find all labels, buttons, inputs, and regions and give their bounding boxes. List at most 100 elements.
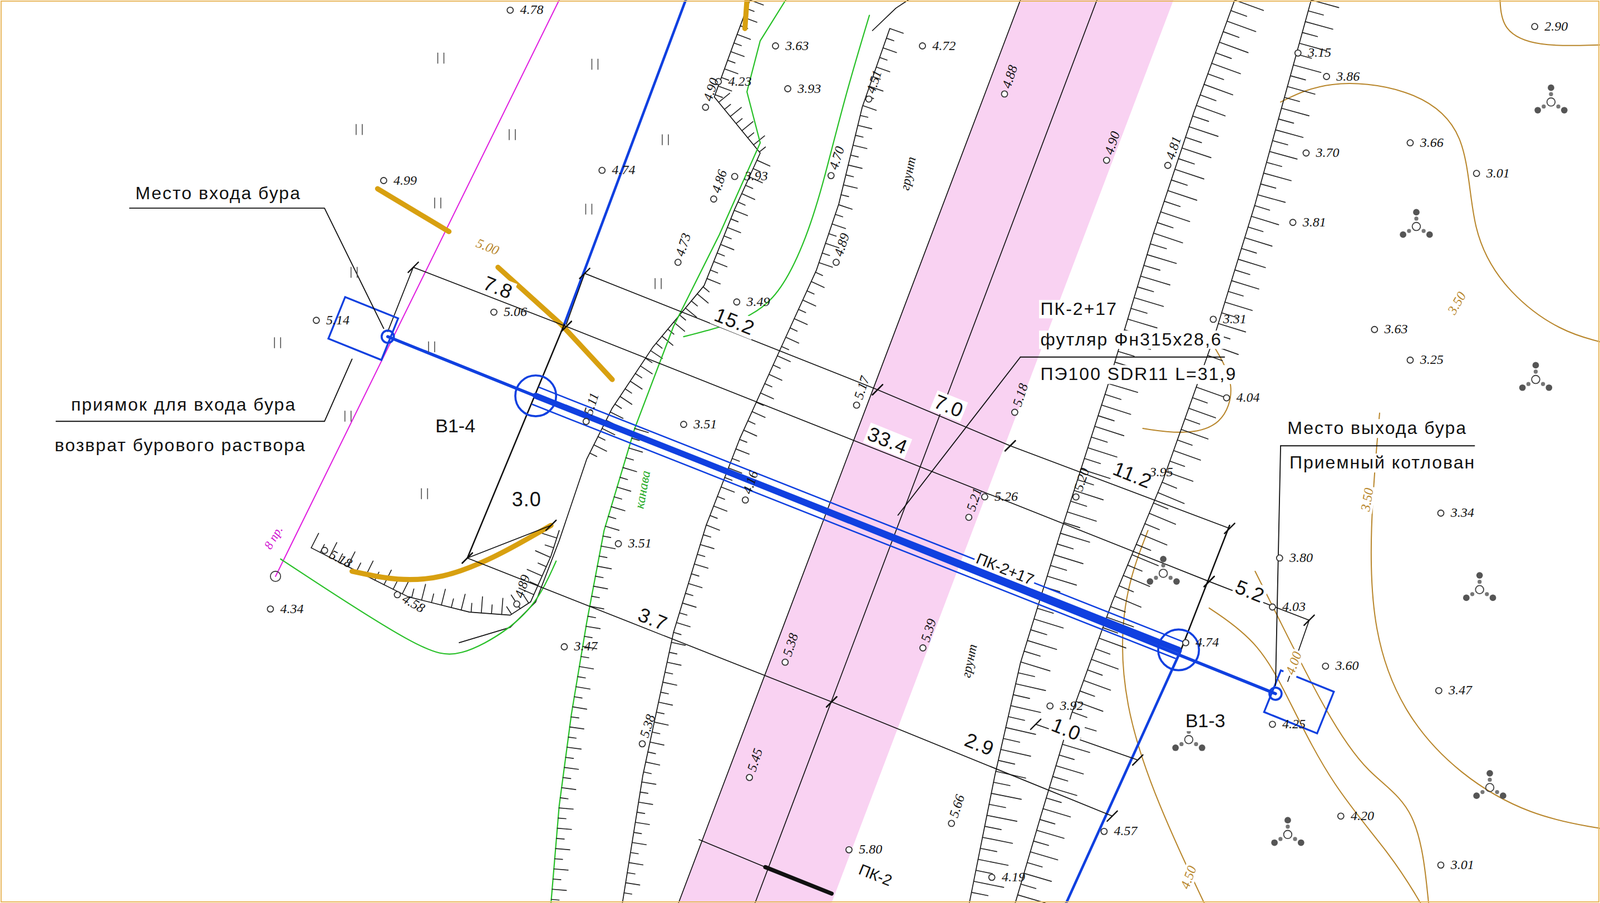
slope-hatch xyxy=(560,798,569,800)
slope-hatch xyxy=(993,782,1011,786)
slope-hatch xyxy=(584,636,593,638)
slope-hatch xyxy=(1234,269,1250,275)
grass-symbol xyxy=(660,278,662,289)
spot-elevation: 3.70 xyxy=(1314,145,1342,160)
survey-point xyxy=(267,606,274,613)
slope-hatch xyxy=(574,696,583,698)
slope-hatch xyxy=(1153,503,1169,510)
slope-hatch xyxy=(745,185,753,189)
tree-symbol xyxy=(1421,228,1426,233)
dimension-tick xyxy=(872,384,883,395)
slope-hatch xyxy=(1072,712,1088,718)
slope-hatch xyxy=(1130,308,1147,314)
slope-hatch xyxy=(1143,265,1160,271)
survey-point xyxy=(853,402,860,409)
slope-hatch xyxy=(614,404,622,409)
slope-hatch xyxy=(794,318,807,326)
pit-rectangle xyxy=(1263,670,1334,734)
slope-hatch xyxy=(721,77,729,81)
spot-elevation: 5.21 xyxy=(963,485,986,515)
slope-hatch xyxy=(1248,227,1264,232)
slope-hatch xyxy=(1227,21,1257,32)
slope-hatch xyxy=(679,612,688,615)
slope-hatch xyxy=(640,366,653,374)
slope-hatch xyxy=(638,802,653,805)
spot-elevation: 4.51 xyxy=(863,66,886,97)
slope-hatch xyxy=(1160,212,1190,222)
slope-hatch xyxy=(1095,648,1111,655)
grass-symbol xyxy=(355,124,357,135)
grass-symbol xyxy=(279,337,282,348)
extension-line xyxy=(387,267,414,332)
tree-symbol xyxy=(1561,106,1568,114)
survey-point xyxy=(490,309,497,316)
slope-hatch xyxy=(1164,201,1181,208)
slope-hatch xyxy=(1108,383,1139,393)
ground-note: грунт xyxy=(897,153,920,194)
spot-elevation: 5.26 xyxy=(992,489,1020,504)
slope-hatch xyxy=(1189,126,1219,137)
dimension-tick xyxy=(872,384,883,395)
slope-hatch xyxy=(1024,651,1041,657)
grass-symbol xyxy=(437,52,439,63)
slope-hatch xyxy=(1018,672,1035,677)
slope-hatch xyxy=(718,93,730,103)
grass-symbol xyxy=(356,267,358,278)
contour-line xyxy=(1143,346,1232,432)
slope-hatch xyxy=(1084,458,1101,464)
grass-symbol xyxy=(420,488,422,499)
slope-hatch xyxy=(625,883,640,886)
slope-hatch xyxy=(1228,291,1244,297)
slope-hatch xyxy=(1000,749,1031,757)
spot-elevation: 3.80 xyxy=(1287,550,1315,565)
slope-hatch xyxy=(1036,830,1065,839)
tree-symbol xyxy=(1545,384,1553,392)
slope-hatch xyxy=(1177,440,1193,446)
slope-hatch xyxy=(724,235,732,239)
slope-hatch xyxy=(1137,287,1154,293)
dimension-value: 7.8 xyxy=(478,271,518,304)
grass-symbol xyxy=(273,337,275,348)
slope-hatch xyxy=(1127,319,1158,329)
slope-hatch xyxy=(798,309,806,313)
survey-point xyxy=(988,874,996,881)
survey-point xyxy=(506,7,514,14)
boundary-note: 8 пр. xyxy=(261,522,287,554)
dimension-tick xyxy=(826,696,837,707)
connection-circle xyxy=(1158,629,1199,671)
slope-hatch xyxy=(656,712,664,715)
spot-elevation: 5.17 xyxy=(851,372,874,403)
spot-elevation: 4.20 xyxy=(1349,809,1376,824)
slope-hatch xyxy=(1184,419,1200,425)
tree-symbol xyxy=(1412,222,1421,231)
slope-hatch xyxy=(1067,512,1097,522)
slope-hatch xyxy=(431,593,434,603)
slope-hatch xyxy=(982,837,1013,844)
tree-symbol xyxy=(1406,228,1411,233)
slope-hatch xyxy=(886,38,894,42)
survey-point xyxy=(742,496,749,504)
spot-elevation: 3.49 xyxy=(744,294,772,309)
slope-hatch xyxy=(714,261,728,268)
slope-hatch xyxy=(605,526,620,531)
survey-point xyxy=(781,659,789,666)
spot-elevation: 3.81 xyxy=(1301,215,1328,230)
slope-hatch xyxy=(1211,63,1241,75)
slope-hatch xyxy=(1272,140,1288,145)
dimension-tick xyxy=(1005,440,1016,451)
dimension-value: 2.9 xyxy=(960,729,999,761)
slope-hatch xyxy=(656,343,663,349)
slope-hatch xyxy=(743,430,757,437)
pit-rectangle xyxy=(328,297,398,361)
grass-symbol xyxy=(427,341,430,352)
grass-symbol xyxy=(443,52,445,63)
tree-symbol xyxy=(1194,742,1199,747)
slope-hatch xyxy=(1275,129,1304,138)
slope-hatch xyxy=(619,477,628,480)
slope-hatch xyxy=(1278,119,1294,123)
dimension-tick xyxy=(826,696,837,707)
casing-pipe xyxy=(535,395,1179,651)
slope-hatch xyxy=(545,545,554,549)
spot-elevation: 5.18 xyxy=(1009,380,1032,410)
survey-point xyxy=(1210,316,1217,323)
